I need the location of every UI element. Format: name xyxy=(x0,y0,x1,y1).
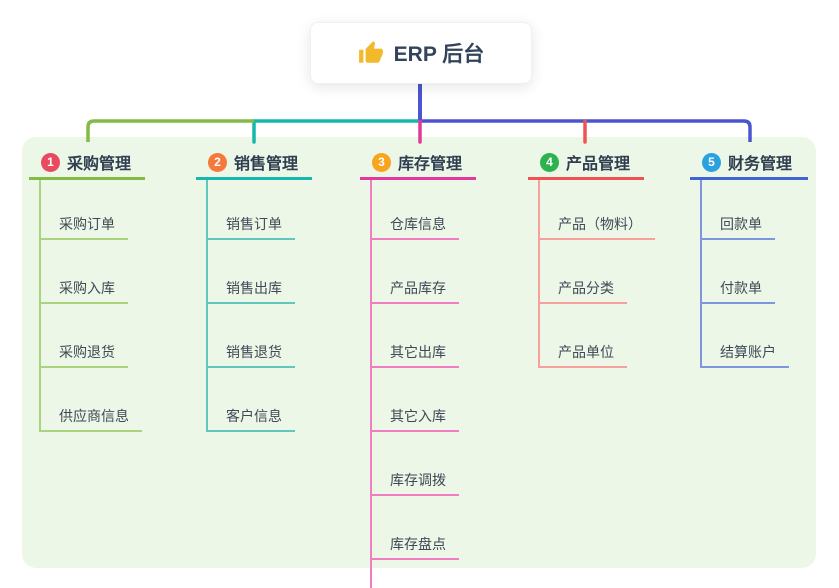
branch-finance: 5 财务管理 回款单 付款单 结算账户 xyxy=(690,147,808,368)
branch-number-badge: 2 xyxy=(208,152,227,172)
branch-title-purchase[interactable]: 1 采购管理 xyxy=(29,147,145,180)
mindmap-node[interactable]: 销售退货 xyxy=(208,304,295,368)
branch-title-label: 库存管理 xyxy=(398,156,463,173)
mindmap-node[interactable]: 采购订单 xyxy=(41,180,128,240)
branch-title-label: 采购管理 xyxy=(67,156,132,173)
mindmap-node[interactable]: 付款单 xyxy=(702,240,775,304)
branch-title-inventory[interactable]: 3 库存管理 xyxy=(360,147,476,180)
branch-number-badge: 1 xyxy=(41,152,60,172)
branch-title-finance[interactable]: 5 财务管理 xyxy=(690,147,808,180)
mindmap-node[interactable]: 出库库明细 xyxy=(372,560,473,588)
branch-number-badge: 4 xyxy=(540,152,559,172)
branch-title-label: 财务管理 xyxy=(728,156,793,173)
branch-title-label: 产品管理 xyxy=(566,156,631,173)
mindmap-node[interactable]: 其它出库 xyxy=(372,304,459,368)
branch-title-sales[interactable]: 2 销售管理 xyxy=(196,147,312,180)
mindmap-node[interactable]: 客户信息 xyxy=(208,368,295,432)
thumbs-up-icon xyxy=(358,41,383,63)
mindmap-node[interactable]: 采购退货 xyxy=(41,304,128,368)
root-node-label: ERP 后台 xyxy=(393,43,485,66)
branch-title-product[interactable]: 4 产品管理 xyxy=(528,147,644,180)
mindmap-node[interactable]: 销售订单 xyxy=(208,180,295,240)
branch-children: 回款单 付款单 结算账户 xyxy=(700,180,789,368)
branch-children: 仓库信息 产品库存 其它出库 其它入库 库存调拨 库存盘点 出库库明细 xyxy=(370,180,473,588)
mindmap-node[interactable]: 产品（物料） xyxy=(540,180,655,240)
mindmap-node[interactable]: 库存调拨 xyxy=(372,432,459,496)
mindmap-node[interactable]: 供应商信息 xyxy=(41,368,142,432)
branch-sales: 2 销售管理 销售订单 销售出库 销售退货 客户信息 xyxy=(196,147,312,432)
mindmap-node[interactable]: 回款单 xyxy=(702,180,775,240)
mindmap-node[interactable]: 结算账户 xyxy=(702,304,789,368)
root-node-erp[interactable]: ERP 后台 xyxy=(310,22,532,84)
branches-panel xyxy=(22,137,816,568)
branch-number-badge: 5 xyxy=(702,152,721,172)
branch-inventory: 3 库存管理 仓库信息 产品库存 其它出库 其它入库 库存调拨 库存盘点 出库库… xyxy=(360,147,476,588)
branch-children: 销售订单 销售出库 销售退货 客户信息 xyxy=(206,180,295,432)
mindmap-node[interactable]: 其它入库 xyxy=(372,368,459,432)
branch-children: 产品（物料） 产品分类 产品单位 xyxy=(538,180,655,368)
mindmap-node[interactable]: 采购入库 xyxy=(41,240,128,304)
branch-children: 采购订单 采购入库 采购退货 供应商信息 xyxy=(39,180,142,432)
mindmap-node[interactable]: 产品库存 xyxy=(372,240,459,304)
mindmap-node[interactable]: 产品单位 xyxy=(540,304,627,368)
branch-product: 4 产品管理 产品（物料） 产品分类 产品单位 xyxy=(528,147,655,368)
mindmap-node[interactable]: 仓库信息 xyxy=(372,180,459,240)
branch-purchase: 1 采购管理 采购订单 采购入库 采购退货 供应商信息 xyxy=(29,147,145,432)
mindmap-node[interactable]: 销售出库 xyxy=(208,240,295,304)
mindmap-node[interactable]: 库存盘点 xyxy=(372,496,459,560)
branch-title-label: 销售管理 xyxy=(234,156,299,173)
mindmap-node[interactable]: 产品分类 xyxy=(540,240,627,304)
branch-number-badge: 3 xyxy=(372,152,391,172)
